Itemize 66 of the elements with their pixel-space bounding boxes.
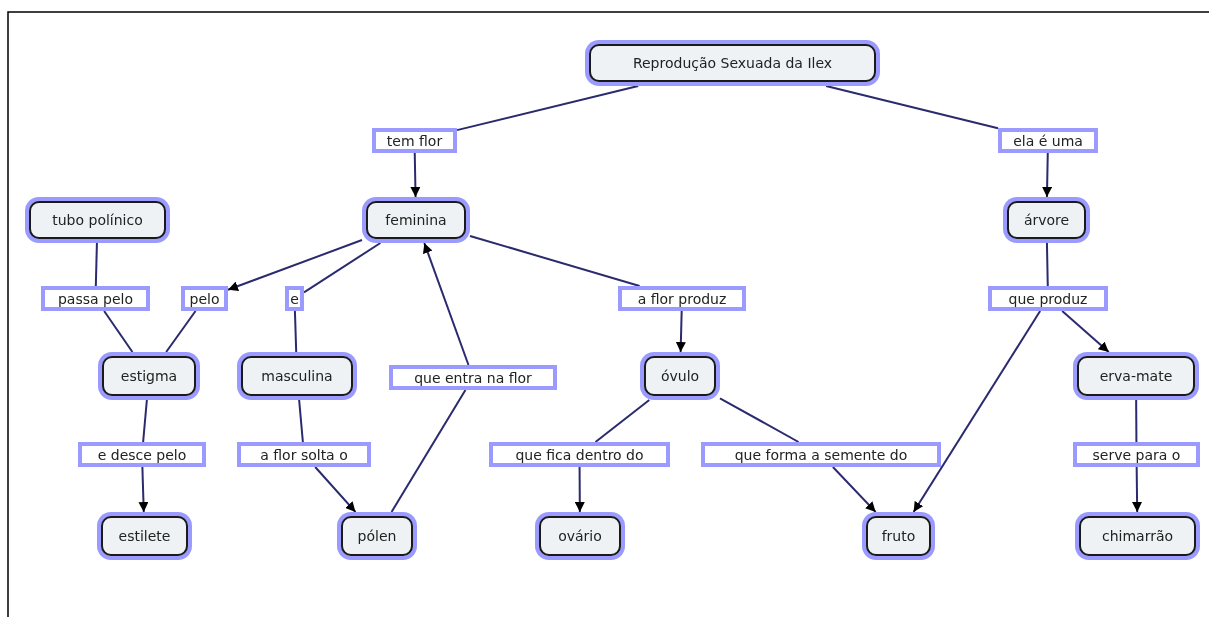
connector-line xyxy=(94,242,98,287)
node-label: estilete xyxy=(118,528,171,544)
linking-phrase xyxy=(701,442,941,467)
node-label: chimarrão xyxy=(1101,528,1174,544)
node-label: óvulo xyxy=(660,368,700,384)
node-label: masculina xyxy=(261,368,333,384)
linking-phrase xyxy=(618,286,746,311)
connector-line xyxy=(594,399,651,443)
arrow xyxy=(227,239,363,291)
arrow xyxy=(423,242,470,366)
arrow xyxy=(138,466,149,513)
node-label: ela é uma xyxy=(1013,132,1083,149)
connector-line xyxy=(165,310,197,353)
node-label: erva-mate xyxy=(1099,368,1173,384)
connector-line xyxy=(469,234,641,287)
connector-line xyxy=(303,242,382,294)
arrow xyxy=(314,466,357,513)
linking-phrase xyxy=(988,286,1108,311)
node-label: tem flor xyxy=(386,132,443,149)
arrow xyxy=(410,152,421,198)
arrow xyxy=(675,310,686,353)
connector-line xyxy=(825,85,999,130)
node-label: a flor produz xyxy=(637,290,727,307)
node-label: feminina xyxy=(385,212,447,228)
connector-line xyxy=(1135,399,1138,443)
node-label: ovário xyxy=(558,528,602,544)
linking-phrase xyxy=(489,442,670,467)
node-label: e desce pelo xyxy=(97,446,187,463)
arrow xyxy=(1042,152,1053,198)
linking-phrase xyxy=(78,442,206,467)
linking-phrase xyxy=(372,128,457,153)
node-label: árvore xyxy=(1023,212,1070,228)
node-label: pelo xyxy=(189,290,220,307)
linking-phrase xyxy=(181,286,228,311)
connector-line xyxy=(390,389,467,513)
arrow xyxy=(1132,466,1143,513)
connector-line xyxy=(103,310,134,353)
arrow xyxy=(1061,310,1110,353)
linking-phrase xyxy=(998,128,1098,153)
node-label: que entra na flor xyxy=(414,369,532,386)
node-label: passa pelo xyxy=(57,290,133,307)
arrow xyxy=(574,466,585,513)
node-label: fruto xyxy=(881,528,916,544)
linking-phrase xyxy=(41,286,150,311)
node-label: e xyxy=(290,290,299,307)
node-label: que fica dentro do xyxy=(515,446,644,463)
node-label: tubo polínico xyxy=(52,212,143,228)
linking-phrase xyxy=(237,442,371,467)
connector-line xyxy=(1045,242,1049,287)
node-label: serve para o xyxy=(1092,446,1181,463)
connector-line xyxy=(298,399,304,443)
connector-line xyxy=(719,397,800,443)
arrow xyxy=(831,466,877,513)
connector-line xyxy=(293,310,298,353)
linking-phrase xyxy=(285,286,304,311)
connector-line xyxy=(456,85,640,132)
node-label: a flor solta o xyxy=(260,446,348,463)
linking-phrase xyxy=(1073,442,1200,467)
arrow xyxy=(912,310,1042,513)
node-label: que forma a semente do xyxy=(734,446,908,463)
node-label: Reprodução Sexuada da Ilex xyxy=(632,55,833,71)
node-label: pólen xyxy=(357,528,397,544)
linking-phrase xyxy=(389,365,557,390)
node-label: que produz xyxy=(1008,290,1088,307)
connector-line xyxy=(142,399,148,443)
node-label: estigma xyxy=(120,368,178,384)
